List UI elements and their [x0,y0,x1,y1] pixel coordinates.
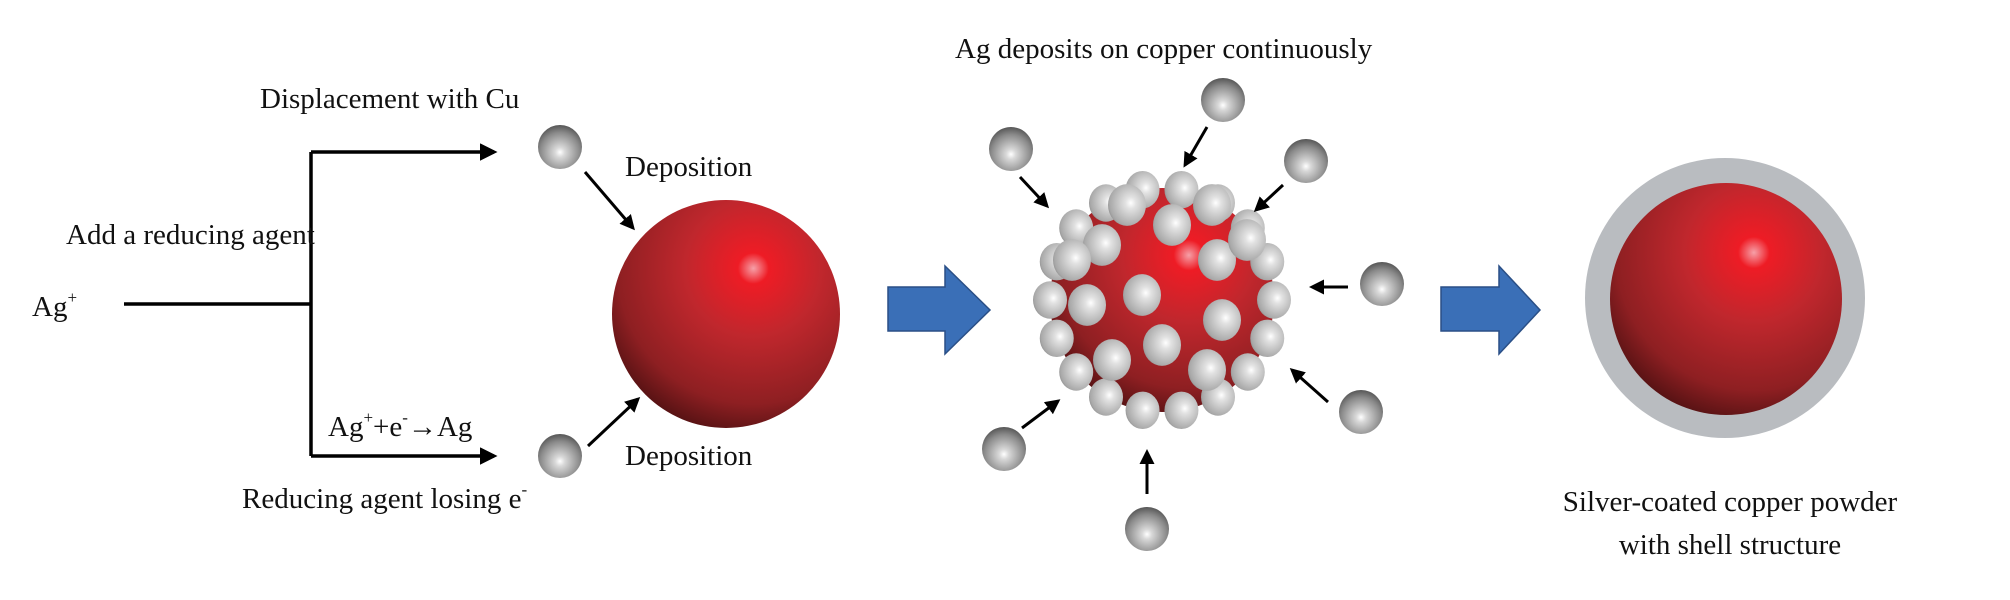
copper-core-coated [1610,183,1842,415]
deposition-label-top: Deposition [625,151,753,183]
ag-ion-label: Ag+ [32,288,77,323]
silver-atom [1339,390,1383,434]
deposition-arrow [1289,368,1329,404]
silver-deposit [1108,184,1146,226]
silver-deposit [1250,319,1285,358]
reaction-equation: Ag++e-→Ag [328,408,472,443]
deposition-arrow [1253,183,1285,213]
silver-deposit [1123,274,1161,316]
silver-deposit [1093,339,1131,381]
silver-deposit [1059,353,1094,391]
incoming-silver-atoms [982,78,1404,551]
silver-atom-top [538,125,582,169]
silver-deposit [1143,324,1181,366]
silver-deposit [1125,391,1160,429]
displacement-label: Displacement with Cu [260,83,519,115]
silver-deposit [1164,171,1199,209]
silver-atom [982,427,1026,471]
silver-deposit [1228,219,1266,261]
silver-deposit [1257,281,1291,319]
silver-deposit [1039,319,1074,358]
process-arrow-1 [887,264,992,356]
silver-deposit [1203,299,1241,341]
silver-deposit [1188,349,1226,391]
silver-deposit [1053,239,1091,281]
silver-deposit [1198,239,1236,281]
deposition-arrow-top [583,171,635,231]
silver-atom [989,127,1033,171]
deposition-arrow-bottom [586,396,641,448]
silver-atom-bottom [538,434,582,478]
deposition-arrow [1183,126,1209,168]
silver-deposit [1089,378,1123,416]
silver-deposit [1230,353,1265,391]
silver-deposit [1068,284,1106,326]
silver-deposit [1193,184,1231,226]
deposition-label-bottom: Deposition [625,440,753,472]
process-arrow-2 [1440,264,1542,356]
silver-deposit [1083,224,1121,266]
copper-particle [612,200,840,428]
silver-deposit [1033,281,1067,319]
reducing-agent-label: Reducing agent losing e- [242,480,527,515]
deposition-arrow [1018,175,1050,209]
copper-with-silver-deposits [1033,171,1291,429]
branch-lines [124,143,498,465]
silver-atom [1201,78,1245,122]
deposition-arrow [1021,399,1061,430]
result-label-line2: with shell structure [1619,529,1841,561]
silver-atom [1284,139,1328,183]
add-reducing-agent-label: Add a reducing agent [66,219,315,251]
continuous-deposition-label: Ag deposits on copper continuously [955,33,1373,65]
silver-atom [1360,262,1404,306]
silver-deposit [1164,391,1199,429]
silver-deposit [1153,204,1191,246]
result-label-line1: Silver-coated copper powder [1563,486,1898,518]
silver-atom [1125,507,1169,551]
